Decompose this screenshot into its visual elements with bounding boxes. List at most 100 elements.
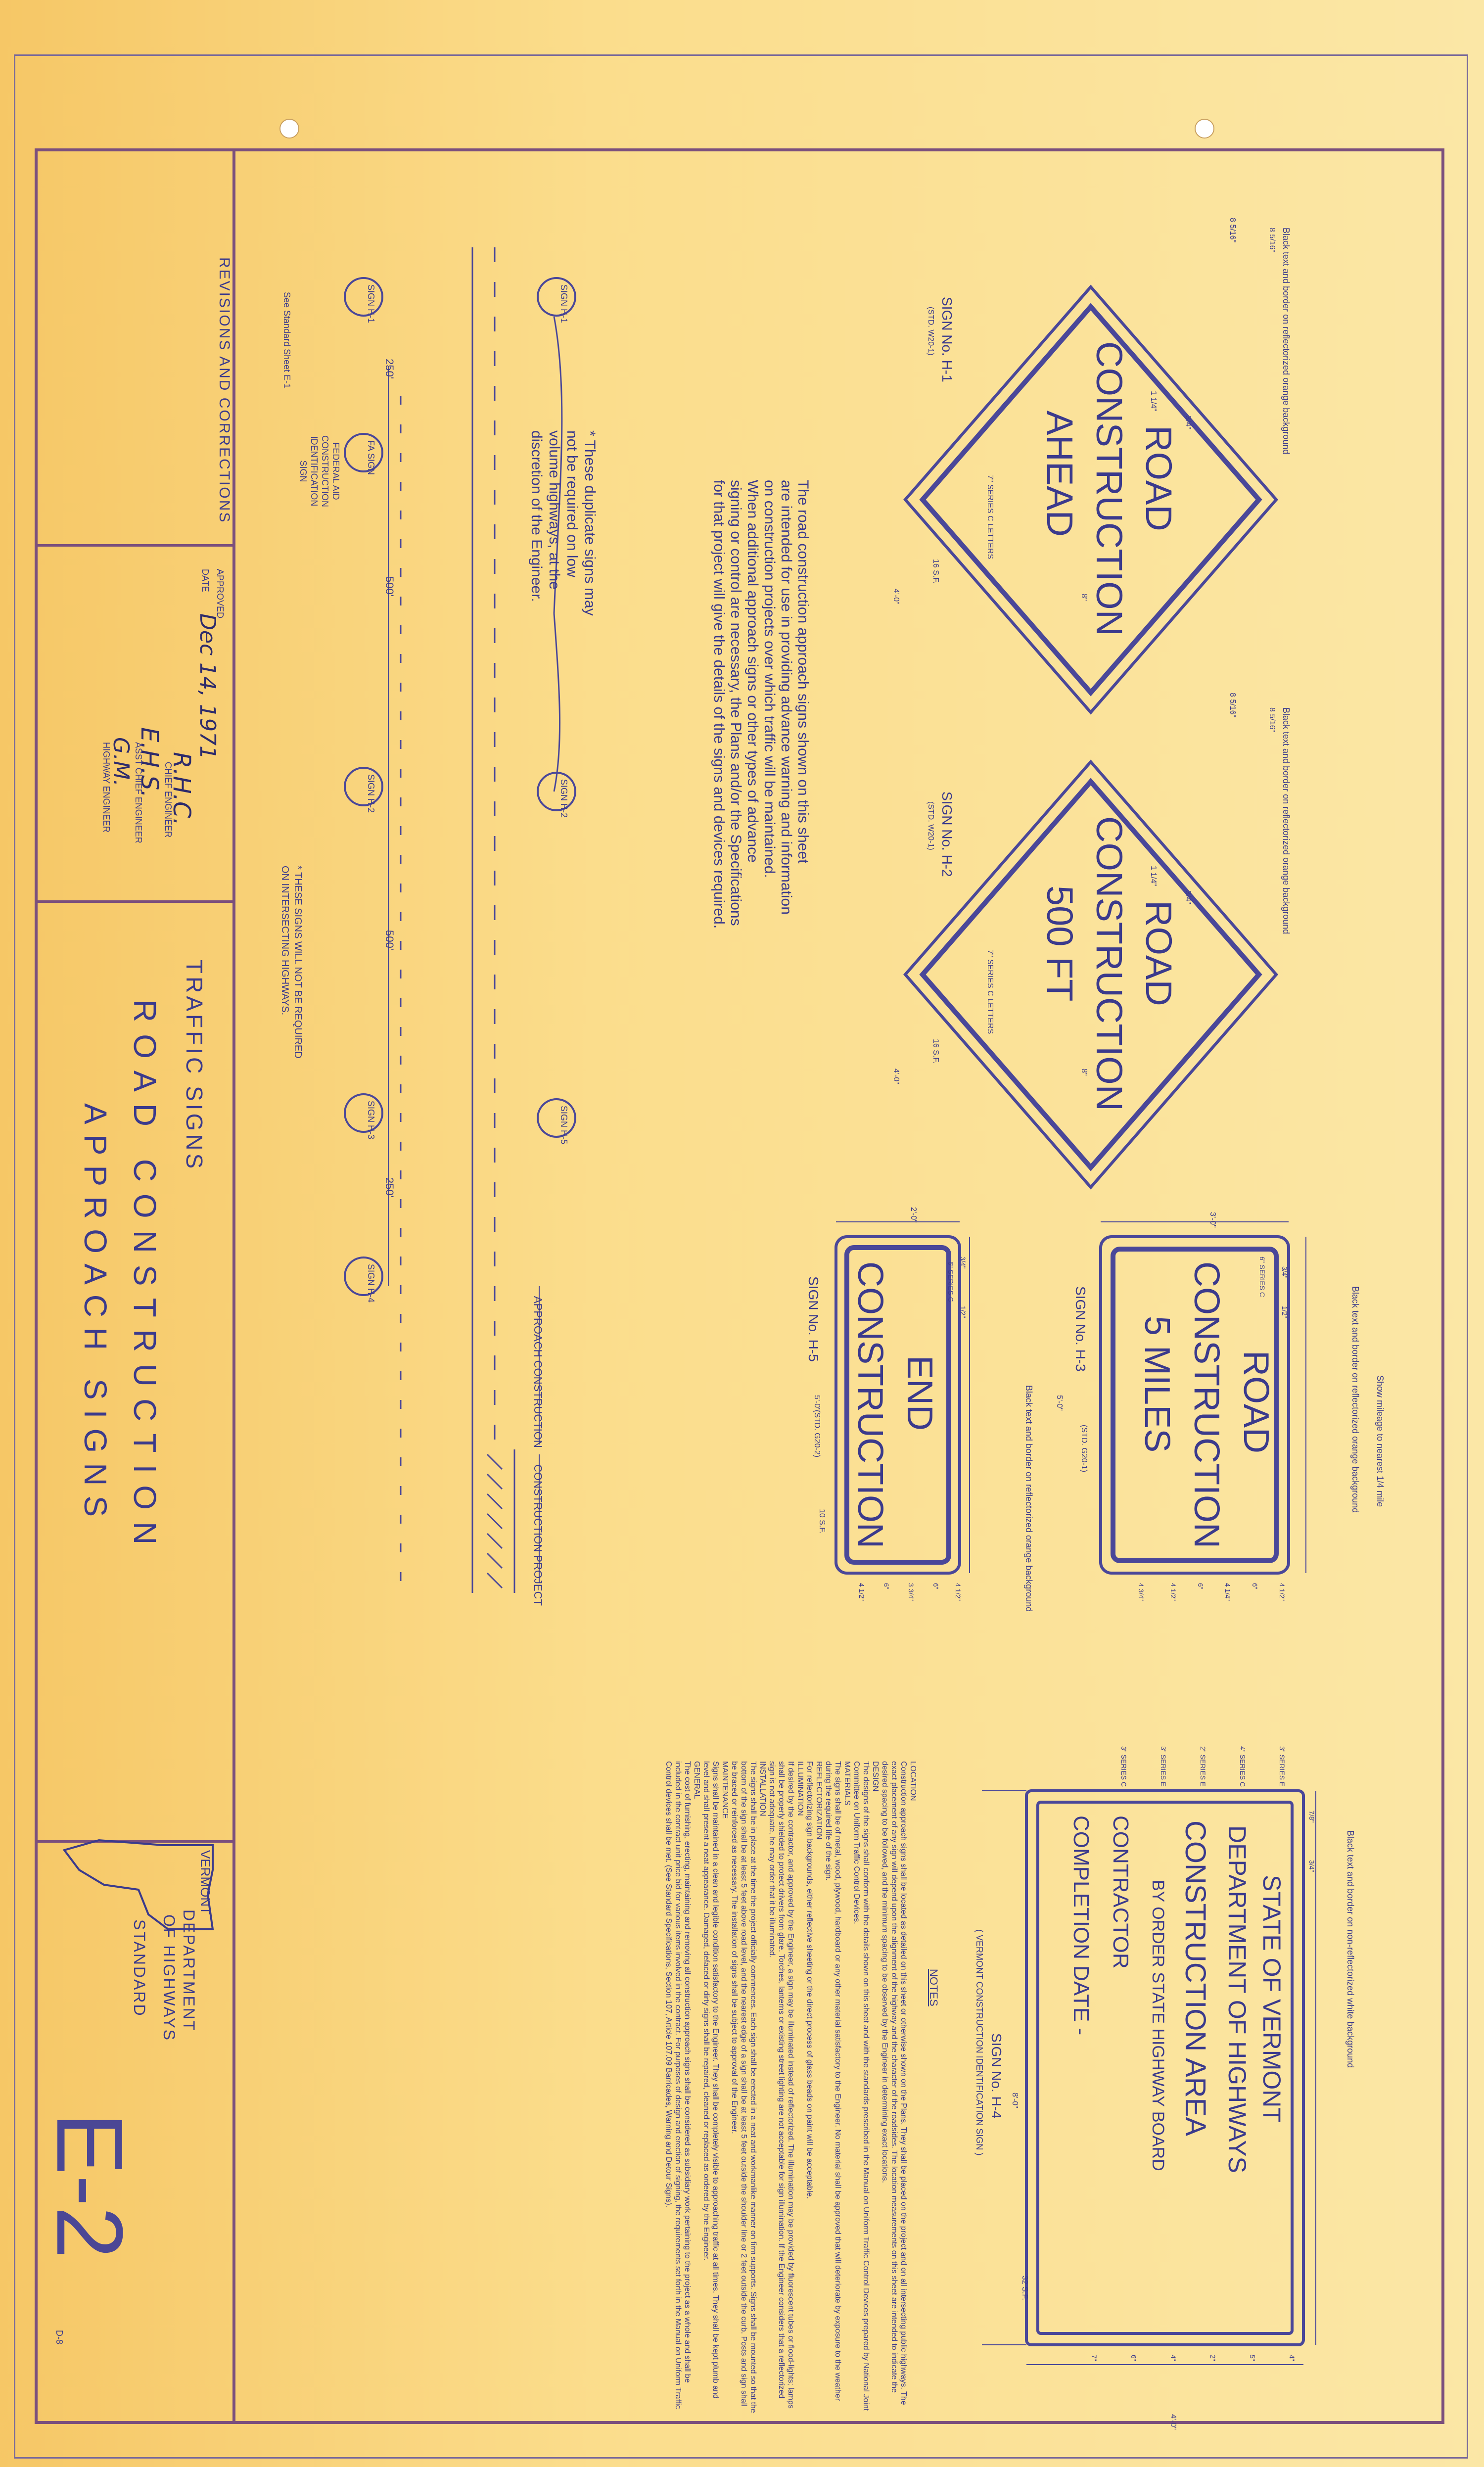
sign-h2-dim5: 16 S.F.: [931, 1039, 940, 1064]
sign-h4-note: Black text and border on non-reflectoriz…: [1345, 1830, 1355, 2068]
fa-note: FEDERAL AID CONSTRUCTION IDENTIFICATION …: [298, 435, 341, 507]
title-block-row-divider: [35, 544, 232, 547]
intro-line: When additional approach signs or other …: [744, 480, 761, 863]
sign-h4-label: SIGN No. H-4: [989, 2033, 1004, 2119]
project-label: CONSTRUCTION PROJECT: [532, 1464, 544, 1606]
sign-h3-series: 6" SERIES C: [1258, 1257, 1266, 1297]
notes-heading: NOTES: [928, 1969, 940, 2006]
sign-h4-s3: 2" SERIES E: [1199, 1746, 1207, 1787]
sign-h3-line3: 5 MILES: [1137, 1316, 1177, 1453]
diagram-fa-sign: FA SIGN: [366, 440, 376, 475]
sign-h4-line5: CONTRACTOR: [1109, 1815, 1133, 1969]
sheet-outer-border: [14, 54, 1468, 2459]
notes-section-body: If desired by the contractor, and approv…: [768, 1761, 795, 2409]
sign-h5-d6: 6": [882, 1583, 890, 1589]
sign-h5-line1: END: [900, 1355, 939, 1431]
sign-h2-line3: 500 FT: [1039, 885, 1080, 1002]
sign-h3-d2: 1/2": [1281, 1306, 1289, 1318]
sign-h1-line2: CONSTRUCTION: [1089, 341, 1130, 637]
note-line: discretion of the Engineer.: [528, 430, 545, 602]
notes-section-body: The signs shall be of metal, wood, plywo…: [824, 1761, 842, 2401]
sign-h3-width: 5'-0": [1055, 1395, 1064, 1411]
punch-hole: [279, 119, 299, 139]
diagram-sign-h2-dup: SIGN H-2: [559, 779, 569, 818]
note-line: CONSTRUCTION: [320, 435, 330, 507]
title-block-divider: [232, 148, 235, 2424]
sign-h2-line2: CONSTRUCTION: [1089, 816, 1130, 1112]
diagram-sign-h2: SIGN H-2: [366, 774, 376, 813]
title-block-row-divider: [35, 900, 232, 903]
sign-h5-series: 6" SERIES C: [947, 1261, 955, 1302]
sign-h4-line6: COMPLETION DATE -: [1069, 1815, 1093, 2036]
sign-h4-d8: 7": [1090, 2355, 1098, 2361]
sign-h4-d1: 7/8": [1308, 1811, 1316, 1823]
sign-h5-d7: 4 1/2": [858, 1583, 866, 1601]
sign-h5-note: Black text and border on reflectorized o…: [1024, 1385, 1034, 1612]
notes-section-heading: GENERAL: [693, 1761, 701, 1799]
notes-section-body: The cost of furnishing, erecting, mainta…: [664, 1761, 692, 2409]
sign-h5-d2: 1/2": [959, 1306, 967, 1318]
sign-h2-std: (STD. W20-1): [927, 801, 935, 850]
note-line: IDENTIFICATION: [309, 436, 319, 507]
sign-h4-d3: 4": [1288, 2355, 1296, 2361]
sign-h2-series: 7" SERIES C LETTERS: [986, 950, 994, 1034]
distance-1: 250': [383, 359, 396, 379]
notes-section-body: The designs of the signs shall conform w…: [852, 1761, 870, 2411]
intro-line: signing or control are necessary, the Pl…: [728, 480, 744, 926]
intro-paragraph: The road construction approach signs sho…: [710, 480, 811, 929]
diagram-sign-h1-dup: SIGN H-1: [559, 284, 569, 324]
sign-h1-series: 7" SERIES C LETTERS: [986, 475, 994, 559]
sign-h4-sf: 32 S.F.: [1020, 2276, 1029, 2300]
sign-h4-s5: 3" SERIES C: [1120, 1746, 1128, 1787]
intro-line: for that project will give the details o…: [711, 480, 727, 929]
sign-h2-line1: ROAD: [1138, 900, 1179, 1006]
sign-h5-d3: 4 1/2": [954, 1583, 962, 1601]
sign-h5-d4: 6": [932, 1583, 940, 1589]
sign-h4-line1: STATE OF VERMONT: [1258, 1875, 1286, 2123]
sign-h4-s2: 4" SERIES C: [1239, 1746, 1247, 1787]
sign-h1-dim6: 4'-0": [892, 589, 900, 605]
distance-3: 500': [383, 930, 396, 950]
sign-h1-dim3: 3/4": [1184, 416, 1192, 429]
sign-h3-note: Black text and border on reflectorized o…: [1350, 1286, 1360, 1513]
sign-h5-width: 5'-0": [813, 1395, 821, 1411]
note-line: volume highways, at the: [546, 430, 562, 590]
sign-h1-std: (STD. W20-1): [927, 307, 935, 356]
notes-section-body: For reflectorizing sign backgrounds, eit…: [805, 1761, 814, 2199]
sign-h2-dim7: 8": [1080, 1069, 1088, 1076]
sign-h1-dim5: 16 S.F.: [931, 559, 940, 584]
sign-h3-height: 3'-0": [1208, 1212, 1217, 1228]
intro-line: The road construction approach signs sho…: [795, 480, 811, 864]
sign-h5-d1: 3/4": [959, 1257, 967, 1269]
sign-h4-d6: 4": [1169, 2355, 1177, 2361]
sign-h2-dim2: 8 5/16": [1228, 693, 1237, 718]
note-line: FEDERAL AID: [331, 442, 341, 500]
sign-h3-label: SIGN No. H-3: [1073, 1286, 1088, 1372]
distance-2: 500': [383, 576, 396, 597]
sign-h3-std: (STD. G20-1): [1080, 1425, 1088, 1473]
sign-h3-d3: 4 1/2": [1278, 1583, 1286, 1601]
sign-h3-d7: 4 1/2": [1169, 1583, 1177, 1601]
sign-h3-d8: 4 3/4": [1137, 1583, 1145, 1601]
diagram-sign-h3: SIGN H-3: [366, 1101, 376, 1140]
intro-line: are intended for use in providing advanc…: [778, 480, 794, 915]
sign-h1-note: Black text and border on reflectorized o…: [1281, 228, 1291, 455]
approach-label: APPROACH CONSTRUCTION: [532, 1296, 544, 1448]
note-line: * These duplicate signs may: [582, 430, 598, 616]
sign-h3-line1: ROAD: [1236, 1350, 1276, 1454]
sign-h1-label: SIGN No. H-1: [939, 297, 955, 382]
sign-h4-d2: 3/4": [1308, 1860, 1316, 1872]
sign-h5-height: 2'-0": [909, 1207, 918, 1223]
sign-h1-line3: AHEAD: [1039, 411, 1080, 537]
sign-h4-d4: 5": [1249, 2355, 1256, 2361]
sign-h5-sf: 10 S.F.: [818, 1509, 826, 1534]
sign-h1-dim1: 8 5/16": [1268, 228, 1276, 253]
sign-h5-line2: CONSTRUCTION: [850, 1261, 890, 1548]
note-line: SIGN: [298, 460, 308, 482]
notes-section-heading: LOCATION: [909, 1761, 917, 1801]
sign-h5-std: (STD. G20-2): [813, 1410, 821, 1458]
sign-h4-line4: BY ORDER STATE HIGHWAY BOARD: [1149, 1880, 1167, 2171]
diagram-sign-h4: SIGN H-4: [366, 1264, 376, 1303]
sign-h4-s4: 3" SERIES E: [1159, 1746, 1167, 1787]
